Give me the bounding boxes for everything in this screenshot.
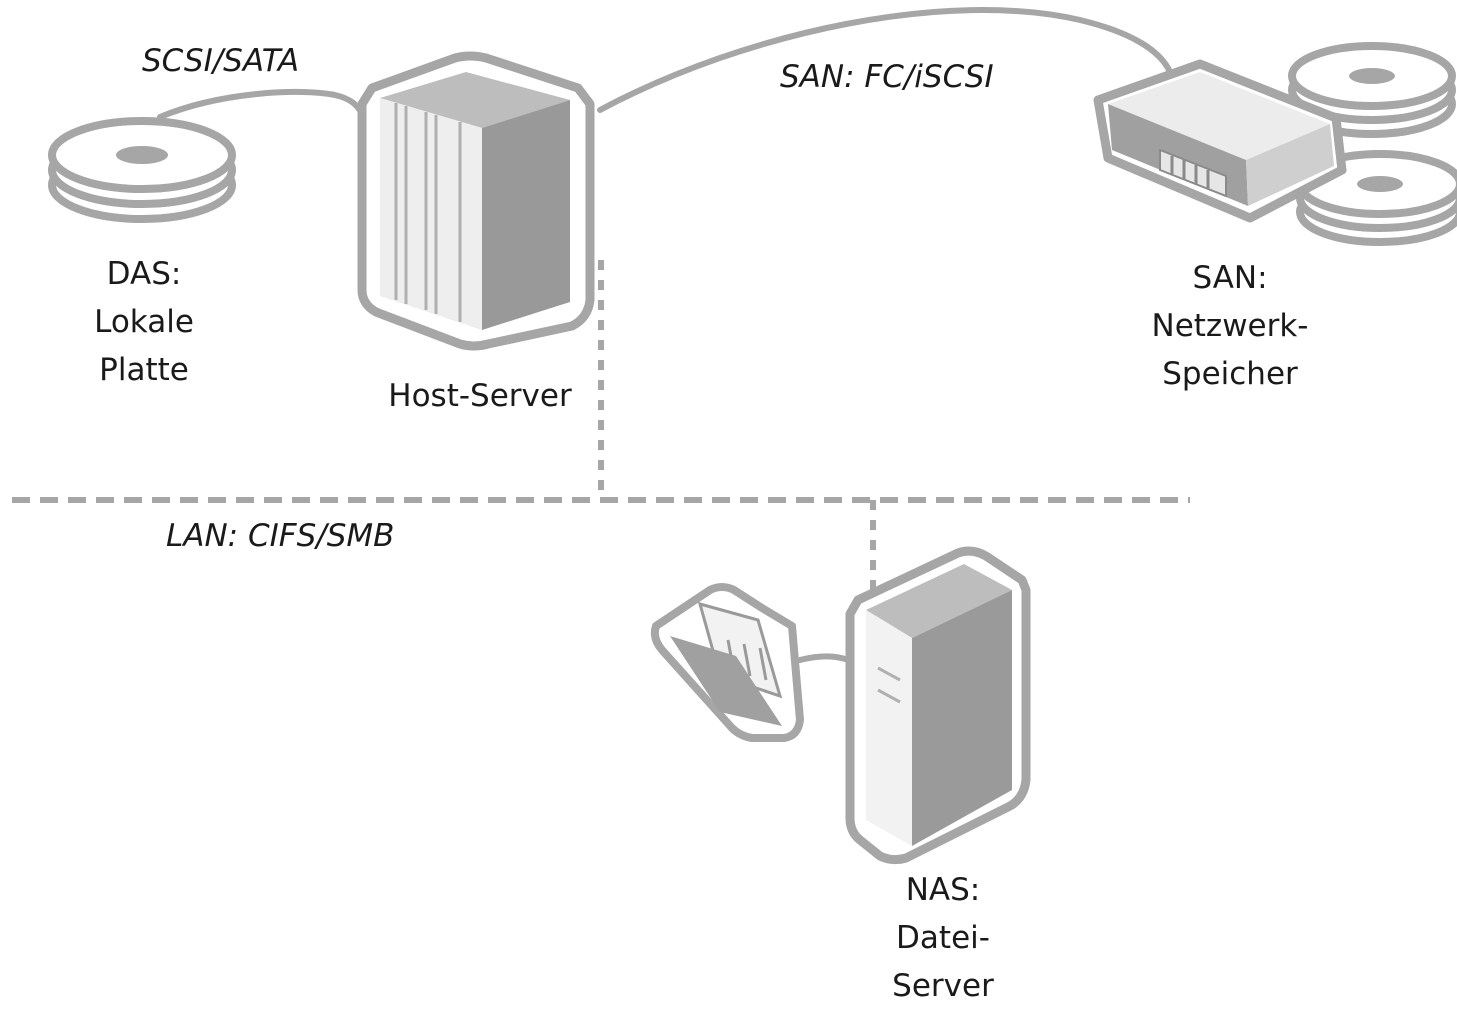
folder-cable [797,653,851,663]
lan-link-label: LAN: CIFS/SMB [166,518,395,554]
das-link-label: SCSI/SATA [142,43,300,79]
san-label-line-2: Netzwerk- [1151,308,1309,344]
storage-array-icon [1093,42,1457,246]
san-label: SAN: Netzwerk- Speicher [1140,254,1320,398]
san-label-line-1: SAN: [1192,260,1268,296]
das-label-line-1: DAS: [106,256,182,292]
san-disk-stack-bottom [1296,150,1457,246]
host-label-line-1: Host-Server [388,378,572,414]
das-label-line-2: Lokale [94,304,194,340]
host-label: Host-Server [380,372,580,420]
san-label-line-3: Speicher [1162,356,1298,392]
nas-label-line-1: NAS: [905,872,981,908]
disk-stack-icon [48,117,236,223]
san-link-label: SAN: FC/iSCSI [780,59,994,95]
folder-icon [650,583,804,742]
das-label-line-3: Platte [99,352,189,388]
file-server-icon [845,546,1031,865]
san-cable [597,7,1173,113]
nas-label-line-2: Datei- [896,920,990,956]
das-label: DAS: Lokale Platte [84,250,204,394]
server-tower-icon [357,51,595,351]
das-cable [157,88,365,120]
nas-label-line-3: Server [892,968,994,1004]
nas-label: NAS: Datei- Server [883,866,1003,1010]
